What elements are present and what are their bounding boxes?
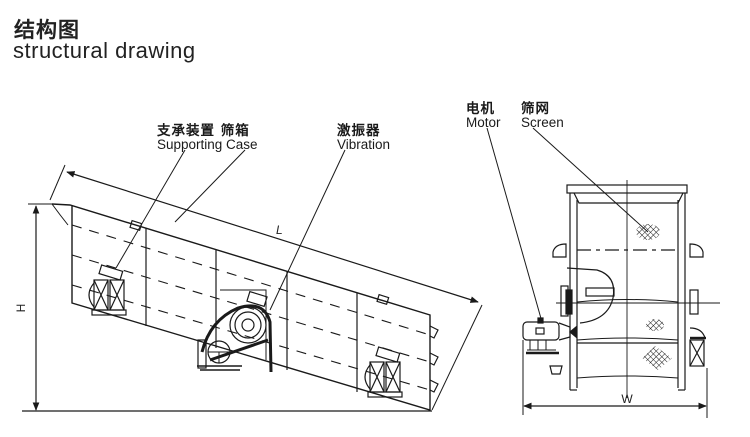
length-extension-right xyxy=(431,304,483,411)
leader-screen xyxy=(532,127,649,233)
length-dimension-line xyxy=(66,171,479,303)
left-lug xyxy=(552,243,567,258)
exciter-hub xyxy=(241,318,255,332)
spring-cross xyxy=(93,279,125,311)
callout-screen-cn: 筛网 xyxy=(521,101,550,117)
leader-motor xyxy=(486,127,543,323)
spring-base xyxy=(367,391,403,398)
callout-motor-en: Motor xyxy=(466,115,501,130)
v-belt-lower xyxy=(209,338,269,362)
length-label: L xyxy=(276,223,283,237)
support-bracket xyxy=(375,346,401,363)
motor-terminal xyxy=(537,317,544,324)
right-spring xyxy=(689,339,705,367)
height-label: H xyxy=(14,304,28,313)
spring-support-left xyxy=(88,264,127,316)
spring-cross xyxy=(369,361,401,393)
motor-frame xyxy=(197,339,207,369)
title-english: structural drawing xyxy=(13,38,196,63)
discharge-lip-1 xyxy=(429,325,439,339)
side-view xyxy=(49,149,483,411)
exciter-flange xyxy=(565,289,573,315)
top-chamfer xyxy=(573,192,684,204)
vibrator-assembly xyxy=(197,289,273,373)
motor-box xyxy=(535,327,545,335)
callout-support-case-cn: 支承装置 筛箱 xyxy=(157,123,250,139)
end-deck-2 xyxy=(576,299,679,303)
lifting-lug-2 xyxy=(376,293,390,306)
v-belt-upper xyxy=(200,304,273,373)
motor-base-frame xyxy=(527,340,556,351)
vibrator-cap xyxy=(246,290,268,308)
callout-support-case-en: Supporting Case xyxy=(157,137,258,152)
motor-support-leg xyxy=(549,365,563,375)
length-extension-left xyxy=(49,164,66,201)
end-deck-bottom xyxy=(576,375,679,379)
end-deck-3 xyxy=(576,337,679,341)
leader-vibration xyxy=(269,149,346,311)
right-bearing xyxy=(689,289,699,315)
screen-mesh-3 xyxy=(642,346,672,370)
coupling-flange xyxy=(569,325,577,339)
spring-arc xyxy=(364,364,371,390)
motor-coupling xyxy=(558,322,571,341)
leader-case xyxy=(174,149,246,223)
belt-guard xyxy=(566,267,615,324)
callout-screen: 筛网 Screen xyxy=(521,97,564,130)
right-lug xyxy=(689,243,704,258)
deck-2 xyxy=(71,254,431,363)
callout-motor: 电机 Motor xyxy=(466,97,501,130)
height-dimension xyxy=(22,203,432,412)
spring-arc xyxy=(88,282,95,308)
end-view xyxy=(486,127,720,418)
guard-bracket xyxy=(585,287,615,297)
callout-vibration-cn: 激振器 xyxy=(337,123,381,139)
motor-body xyxy=(522,321,560,341)
screen-box-outline xyxy=(51,203,431,411)
leader-support xyxy=(115,149,186,269)
deck-1 xyxy=(71,224,431,336)
spring-support-right xyxy=(364,346,403,398)
vibrator-housing xyxy=(220,289,267,360)
exciter-pulley-inner xyxy=(234,311,262,339)
discharge-lip-3 xyxy=(429,379,439,393)
width-label: W xyxy=(621,392,633,406)
screen-mesh-2 xyxy=(646,319,664,331)
callout-vibration: 激振器 Vibration xyxy=(337,119,390,152)
motor-base xyxy=(197,365,242,371)
right-spring-hook xyxy=(689,327,706,339)
support-bracket xyxy=(98,264,124,281)
callout-screen-en: Screen xyxy=(521,115,564,130)
callout-support-case: 支承装置 筛箱 Supporting Case xyxy=(157,119,258,152)
callout-motor-cn: 电机 xyxy=(466,101,495,117)
lifting-lug-1 xyxy=(129,219,143,232)
feed-lip xyxy=(51,203,69,226)
title-chinese: 结构图 xyxy=(14,18,80,42)
discharge-lip-2 xyxy=(429,352,439,366)
right-spring-cross xyxy=(689,339,705,367)
callout-vibration-en: Vibration xyxy=(337,137,391,152)
spring-base xyxy=(91,309,127,316)
